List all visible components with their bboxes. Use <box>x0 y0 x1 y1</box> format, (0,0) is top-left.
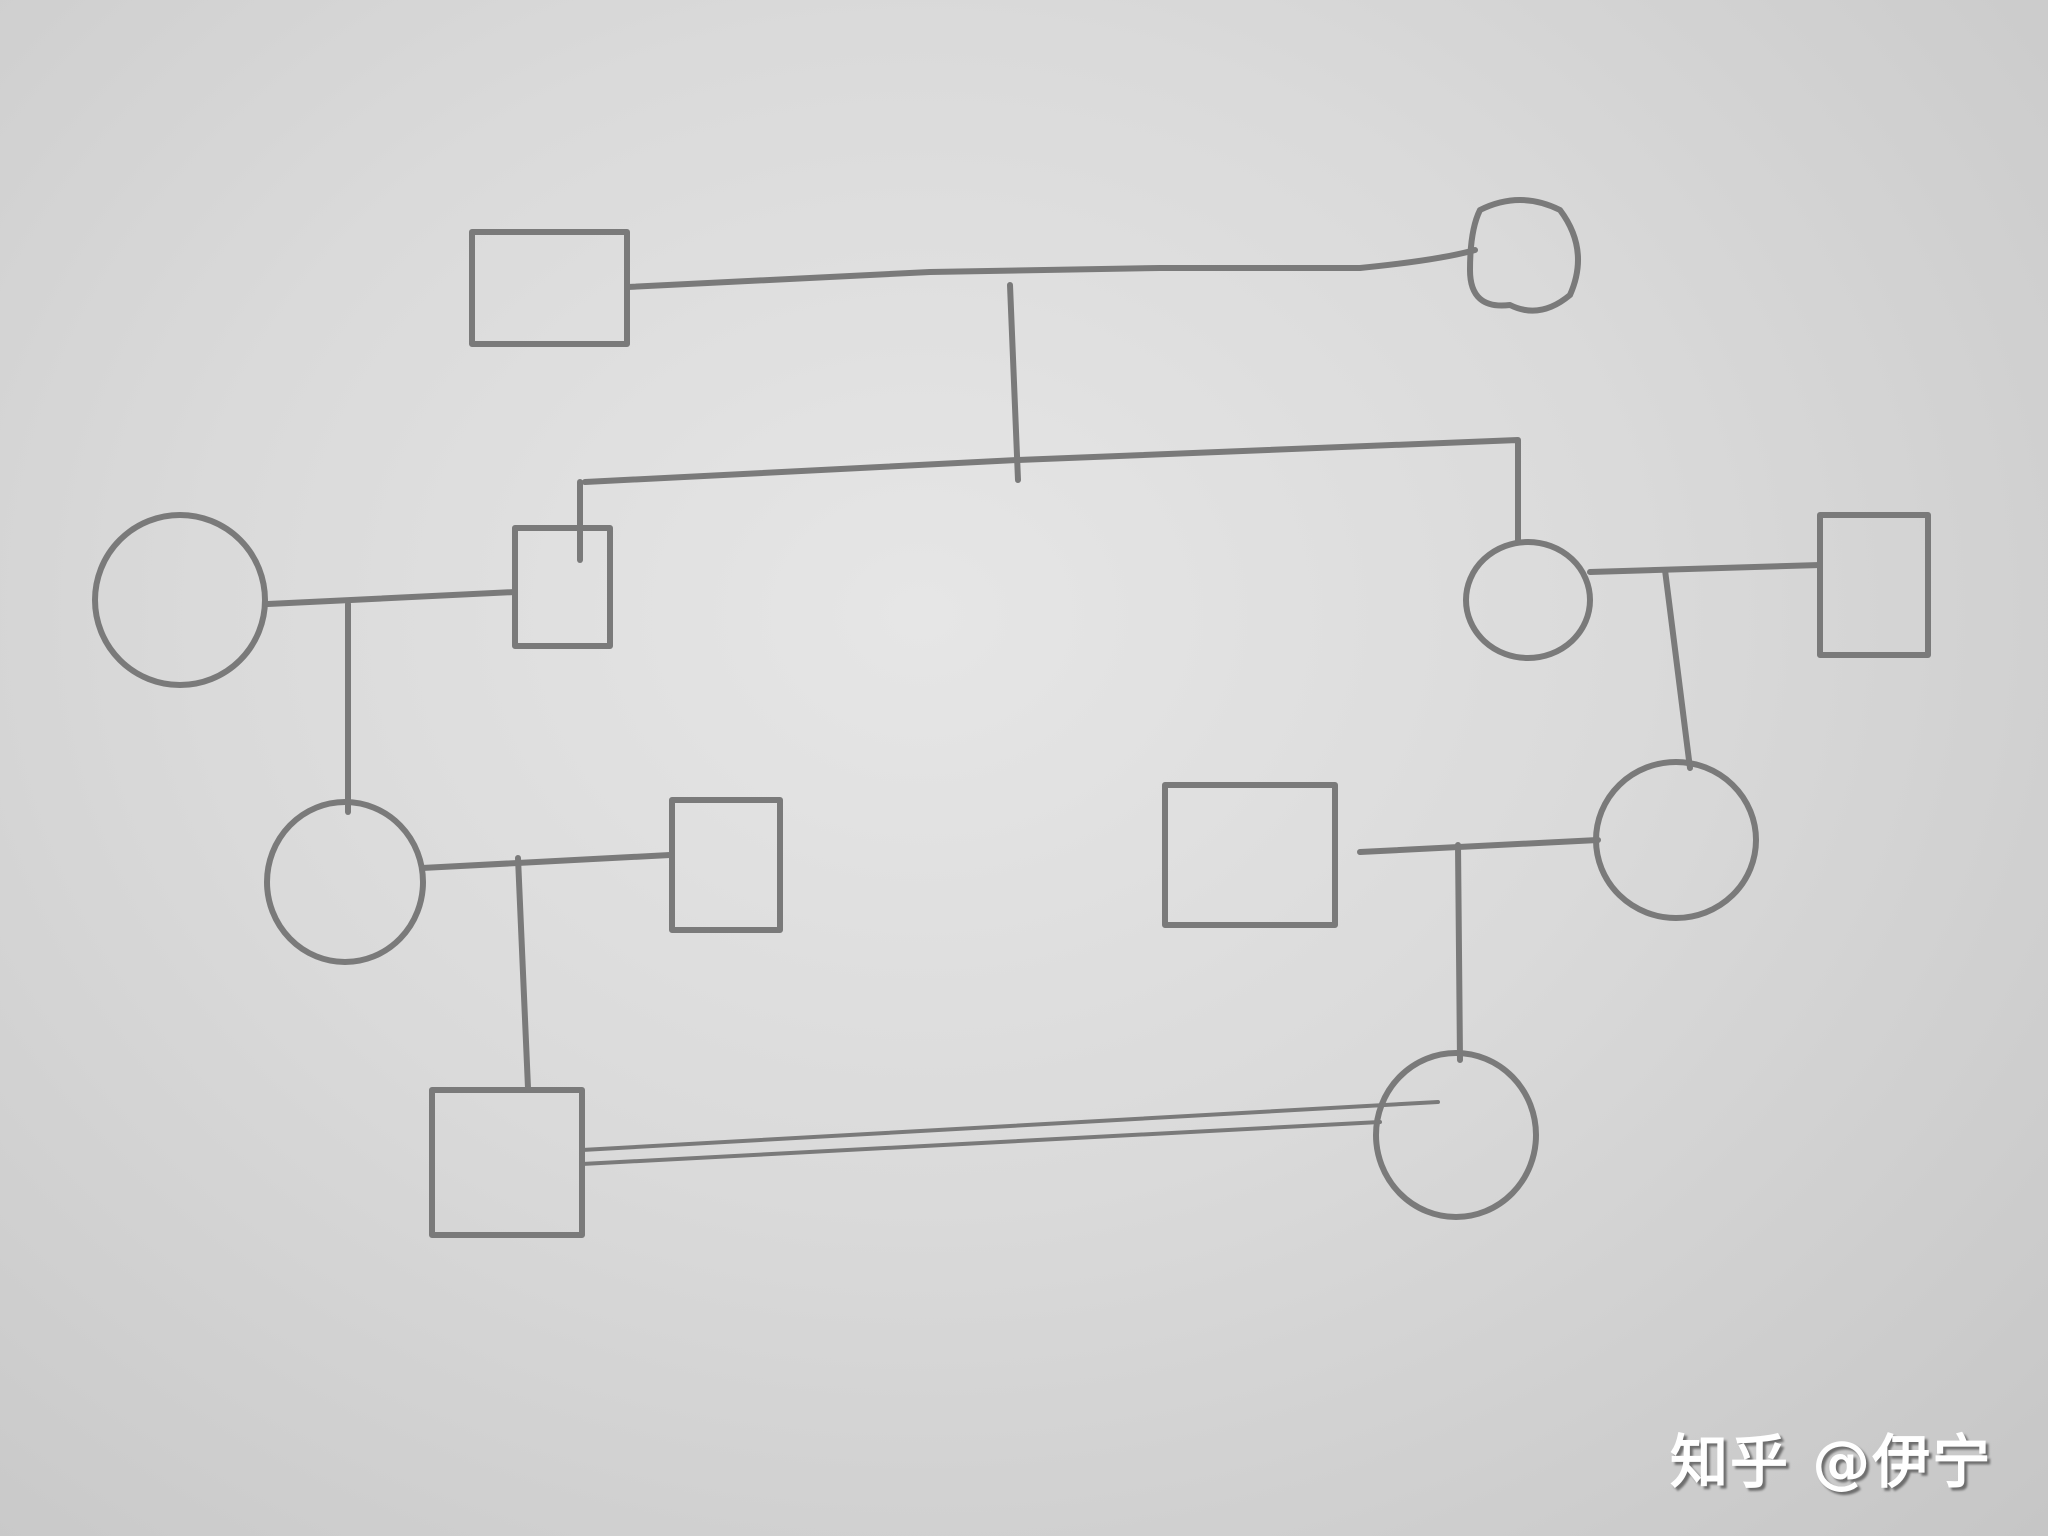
individual-IV-2-female <box>1373 1050 1539 1220</box>
sibship-line-II <box>582 437 1521 543</box>
mating-line-II-right <box>1587 562 1823 575</box>
descent-line-I <box>1007 282 1021 483</box>
individual-II-3-female <box>1463 539 1593 661</box>
mating-line-III-left <box>419 852 673 871</box>
consanguineous-line-upper <box>580 1100 1440 1152</box>
descent-line-II-right <box>1662 567 1693 771</box>
individual-II-4-male <box>1817 512 1931 658</box>
individual-II-1-female <box>92 512 268 688</box>
individual-III-2-male <box>669 797 783 933</box>
individual-III-3-male <box>1162 782 1338 928</box>
descent-line-III-left <box>515 855 531 1091</box>
watermark: 知乎 @伊宁 <box>1670 1428 1993 1496</box>
individual-II-2-male <box>512 525 613 649</box>
mating-line-III-right <box>1357 837 1601 855</box>
individual-III-1-female <box>264 799 426 965</box>
descent-line-III-right <box>1455 842 1463 1063</box>
individual-IV-1-male <box>429 1087 585 1238</box>
individual-III-4-female <box>1593 759 1759 921</box>
individual-I-2-female <box>1467 197 1581 314</box>
individual-I-1-male <box>469 229 630 347</box>
mating-line-I <box>625 247 1478 290</box>
mating-line-II-left <box>265 589 518 607</box>
consanguineous-line-lower <box>580 1120 1382 1166</box>
